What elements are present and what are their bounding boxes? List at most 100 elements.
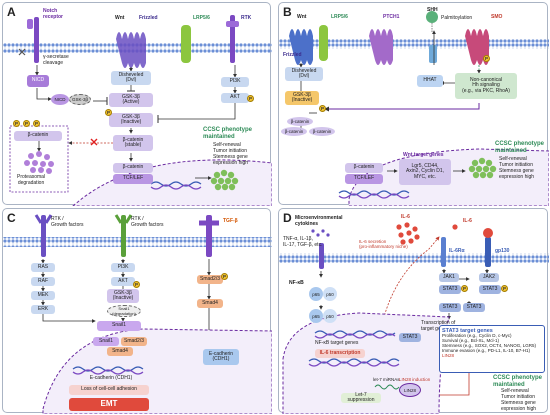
bullet-b3: Stemness gene expression high xyxy=(499,168,535,180)
bullet-d1: Self-renewal xyxy=(501,388,529,394)
stat3-dimer-a: STAT3 xyxy=(439,303,461,312)
phos-c1: P xyxy=(133,281,140,288)
wnt-label-b: Wnt xyxy=(297,14,307,20)
bullet-a2: Tumor initiation xyxy=(213,148,247,154)
bcat-box: β-catenin xyxy=(14,131,62,141)
bcat-stable-box: β-catenin (stable) xyxy=(113,135,153,151)
akt-box: AKT xyxy=(221,93,249,103)
snail-degradation: Snail1 (degradation) xyxy=(107,305,141,317)
gp130-label: gp130 xyxy=(495,248,510,254)
phos-a3: P xyxy=(33,120,40,127)
il6-transcription-box: IL-6 transcription xyxy=(315,349,365,358)
noncanonical-box: Non-canonical Hh signaling (e.g., via PK… xyxy=(455,73,517,99)
ccsc-label-d: CCSC phenotype maintained xyxy=(493,375,543,388)
akt-box-c: AKT xyxy=(111,277,135,286)
bullet-d2: Tumor initiation xyxy=(501,394,535,400)
bcat-circle-b3: β-catenin xyxy=(309,127,335,136)
phos-c2: P xyxy=(221,273,228,280)
lin28-induction-label: LIN28 induction xyxy=(399,377,431,382)
stat3-gene-3: Stemness (e.g., SOX2, OCT4, NANOG, LGR5) xyxy=(442,342,537,348)
lrp-label: LRP5/6 xyxy=(193,15,210,21)
proteasomal-label: Proteasomal degradation xyxy=(17,174,46,186)
pi3k-box-c: PI3K xyxy=(111,263,135,272)
nfkb-label: NF-κB xyxy=(289,280,304,286)
phos-d2: P xyxy=(501,285,508,292)
let7-suppression-box: Let-7 suppression xyxy=(341,392,381,403)
gsk-inactive-box-b: GSK-3β (Inactive) xyxy=(285,91,319,105)
nicd-box: NICD xyxy=(27,75,49,87)
jak1-box: JAK1 xyxy=(439,273,459,282)
panel-a: A Notch receptor γ-secretase cleavage Wn… xyxy=(2,2,272,206)
bcat-circle-b1: β-catenin xyxy=(287,117,313,126)
rtk-label-c2: RTK / Growth factors xyxy=(131,216,164,228)
gsk3b-circle: GSK-3β xyxy=(69,94,91,105)
phos-a4: P xyxy=(105,109,112,116)
panel-label-a: A xyxy=(7,5,16,19)
mek-box: MEK xyxy=(31,291,55,300)
p50-nuclear: p50 xyxy=(323,309,337,323)
smad4-nuclear: Smad4 xyxy=(107,347,133,356)
phos-b1: P xyxy=(319,105,326,112)
ccsc-label-a: CCSC phenotype maintained xyxy=(203,127,253,140)
il6r-label: IL-6Rα xyxy=(449,248,465,254)
gsk-active-box: GSK-3β (Active) xyxy=(109,93,153,107)
stat3-nuclear: STAT3 xyxy=(399,333,421,342)
il6-label-a: IL-6 xyxy=(401,214,410,220)
tgfb-label: TGF-β xyxy=(223,218,238,224)
gsk-inactive-box-c: GSK-3β (Inactive) xyxy=(107,289,139,303)
stat3-target-panel: STAT3 target genes Proliferation (e.g., … xyxy=(439,325,545,373)
panel-d: D Microenvironmental cytokines TNF-α, IL… xyxy=(278,208,549,414)
tcf-box-b: TCF/LEF xyxy=(345,174,383,184)
nfkb-target-label: NF-κB target genes xyxy=(315,340,359,346)
smad4-box: Smad4 xyxy=(197,299,223,308)
p50-circle: p50 xyxy=(323,287,337,301)
smo-label: SMO xyxy=(491,14,503,20)
shh-label: SHH xyxy=(427,7,438,13)
gamma-secretase-label: γ-secretase cleavage xyxy=(43,54,69,66)
stat3-gene-4: Immune evasion (e.g., PD-L1, IL-10, B7-H… xyxy=(442,347,531,353)
bcat-circle-b2: β-catenin xyxy=(281,127,307,136)
stat3-dimer-b: STAT3 xyxy=(463,303,485,312)
raf-box: RAF xyxy=(31,277,55,286)
let7-label: let-7 miRNAs xyxy=(373,377,400,382)
wnt-target-title: Wnt target genes xyxy=(403,152,444,158)
wnt-target-genes-box: Lgr5, CD44, Axin2, Cyclin D1, MYC, etc. xyxy=(399,159,451,185)
stat3-gene-5: LIN28 xyxy=(442,352,455,358)
rtk-label-c1: RTK / Growth factors xyxy=(51,216,84,228)
pi3k-box: PI3K xyxy=(221,77,249,87)
phos-d1: P xyxy=(461,285,468,292)
panel-c: C RTK / Growth factors RTK / Growth fact… xyxy=(2,208,272,414)
p65-circle: p65 xyxy=(309,287,323,301)
hhat-box: HHAT xyxy=(417,75,443,87)
phos-b2: P xyxy=(483,55,490,62)
panel-b: B Wnt LRP5/6 Frizzled PTCH1 SHH Palmitoy… xyxy=(278,2,549,206)
lin28-circle: LIN28 xyxy=(399,383,421,397)
cytokines-list: TNF-α, IL-1β, IL-17, TGF-β, etc. xyxy=(283,236,323,248)
ccsc-label-b: CCSC phenotype maintained xyxy=(495,141,545,154)
dvl-box-b: Disheveled (Dvl) xyxy=(285,67,323,81)
stat3-gene-1: Proliferation (e.g., Cyclin D, c-Myc) xyxy=(442,333,512,339)
wnt-label: Wnt xyxy=(115,15,125,21)
stat3-gene-2: Survival (e.g., Bcl-XL, Mcl-1) xyxy=(442,337,500,343)
snail1-box: Snail1 xyxy=(97,321,141,331)
palm-label: Palmitoylation xyxy=(441,15,473,21)
ecad-box: E-cadherin (CDH1) xyxy=(203,349,239,365)
stat3-box-b: STAT3 xyxy=(479,285,501,294)
p65-nuclear: p65 xyxy=(309,309,323,323)
smad23-nuclear: Smad2/3 xyxy=(121,337,147,346)
tcf-box: TCF/LEF xyxy=(113,174,153,184)
panel-label-d: D xyxy=(283,211,292,225)
panel-label-b: B xyxy=(283,5,292,19)
phos-a2: P xyxy=(23,120,30,127)
smad23-box: Smad2/3 xyxy=(197,275,223,284)
stat3-target-title: STAT3 target genes xyxy=(442,328,493,334)
bcat-nuclear-box: β-catenin xyxy=(113,163,153,173)
stat3-box-a: STAT3 xyxy=(439,285,461,294)
frizzled-label-b: Frizzled xyxy=(283,52,302,58)
snail1-nuclear: Snail1 xyxy=(93,337,119,346)
gsk-inactive-box: GSK-3β (Inactive) xyxy=(109,113,153,127)
bullet-d3: Stemness gene expression high xyxy=(501,400,537,412)
panel-a-graphics xyxy=(3,15,272,206)
frizzled-label: Frizzled xyxy=(139,15,158,21)
